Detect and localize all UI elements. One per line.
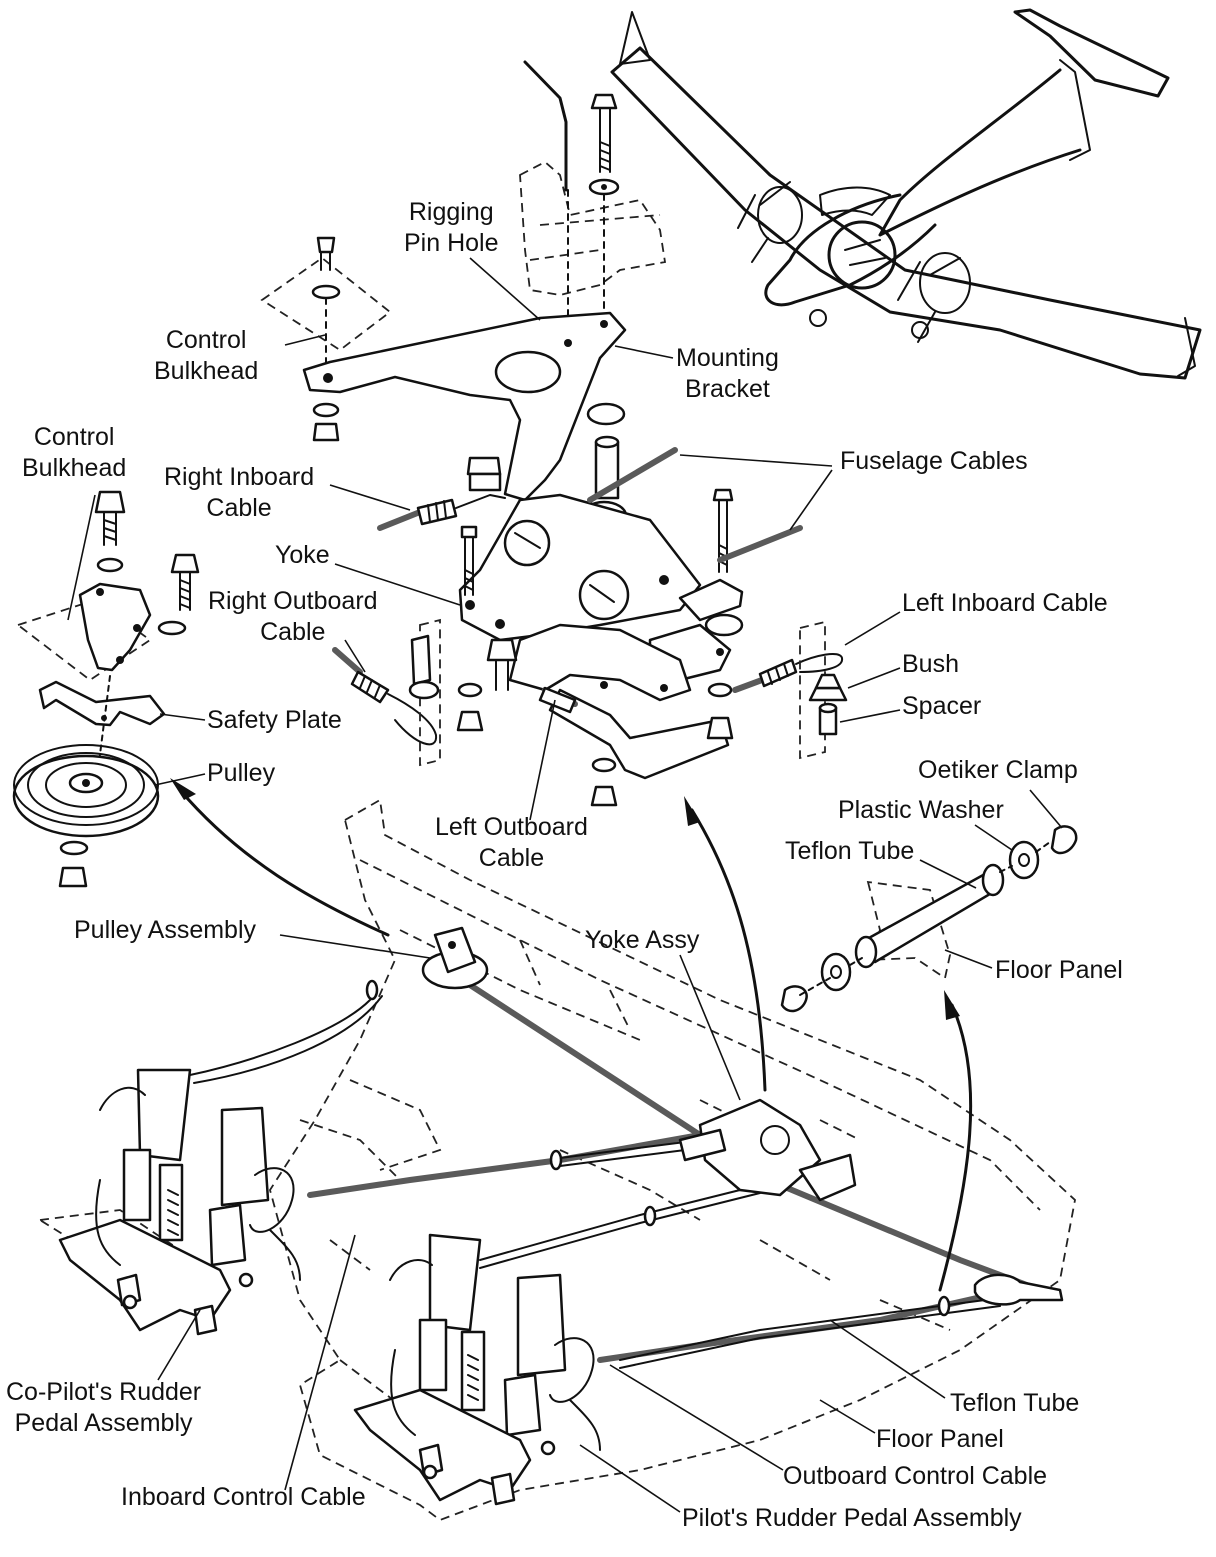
label-left-inboard-cable: Left Inboard Cable — [902, 589, 1108, 617]
label-fuselage-cables: Fuselage Cables — [840, 447, 1028, 475]
label-right-inboard-cable-line-2: Cable — [206, 494, 272, 522]
leader-lines — [67, 257, 1063, 1513]
label-safety-plate: Safety Plate — [207, 706, 342, 734]
label-oetiker-clamp: Oetiker Clamp — [918, 756, 1078, 784]
label-rigging-pin-hole-line-1: Rigging — [408, 198, 494, 226]
aircraft-illustration — [610, 8, 1202, 380]
label-mounting-bracket-line-2: Bracket — [685, 375, 770, 403]
label-right-inboard-cable: Right Inboard Cable — [164, 462, 314, 524]
label-outboard-control-cable: Outboard Control Cable — [783, 1462, 1048, 1490]
label-right-outboard-cable-line-1: Right Outboard — [208, 587, 378, 615]
label-right-inboard-cable-line-1: Right Inboard — [164, 463, 315, 491]
label-inboard-control-cable: Inboard Control Cable — [121, 1483, 366, 1511]
teflon-tube-exploded-view — [780, 825, 1078, 1013]
label-left-outboard-cable-line-2: Cable — [478, 844, 545, 872]
label-control-bulkhead-top-line-1: Control — [165, 326, 247, 354]
label-right-outboard-cable-line-2: Cable — [260, 618, 326, 646]
label-rigging-pin-hole-line-2: Pin Hole — [404, 229, 499, 257]
label-left-outboard-cable: Left Outboard Cable — [435, 812, 588, 874]
label-bush: Bush — [902, 650, 959, 678]
pilot-pedal-illustration — [353, 1233, 601, 1506]
label-yoke: Yoke — [275, 541, 330, 569]
label-spacer: Spacer — [902, 692, 982, 720]
pulley-exploded-view — [12, 490, 200, 888]
label-pilot-rudder-pedal-assembly: Pilot's Rudder Pedal Assembly — [682, 1504, 1022, 1532]
label-control-bulkhead-left-line-1: Control — [33, 423, 115, 451]
label-teflon-tube-bottom: Teflon Tube — [950, 1389, 1080, 1417]
floor-assembly-illustration — [37, 778, 1076, 1522]
label-teflon-tube-top: Teflon Tube — [785, 837, 915, 865]
label-control-bulkhead-left: Control Bulkhead — [22, 422, 126, 484]
label-mounting-bracket: Mounting Bracket — [676, 343, 779, 405]
label-left-outboard-cable-line-1: Left Outboard — [435, 813, 588, 841]
label-floor-panel-bottom: Floor Panel — [876, 1425, 1004, 1453]
yoke-exploded-view — [260, 60, 848, 807]
label-mounting-bracket-line-1: Mounting — [676, 344, 779, 372]
co-pilot-pedal-illustration — [58, 1068, 301, 1336]
label-control-bulkhead-left-line-2: Bulkhead — [22, 454, 127, 482]
label-right-outboard-cable: Right Outboard Cable — [208, 586, 378, 648]
label-rigging-pin-hole: Rigging Pin Hole — [404, 197, 499, 259]
label-co-pilot-pedal-line-1: Co-Pilot's Rudder — [6, 1378, 202, 1406]
label-floor-panel-top: Floor Panel — [995, 956, 1123, 984]
label-co-pilot-rudder-pedal-assembly: Co-Pilot's Rudder Pedal Assembly — [6, 1377, 201, 1439]
label-pulley: Pulley — [207, 759, 276, 787]
label-plastic-washer: Plastic Washer — [838, 796, 1004, 824]
label-yoke-assy: Yoke Assy — [585, 926, 700, 954]
label-pulley-assembly: Pulley Assembly — [74, 916, 257, 944]
label-co-pilot-pedal-line-2: Pedal Assembly — [14, 1409, 193, 1437]
label-control-bulkhead-top-line-2: Bulkhead — [154, 357, 259, 385]
label-control-bulkhead-top: Control Bulkhead — [154, 325, 258, 387]
